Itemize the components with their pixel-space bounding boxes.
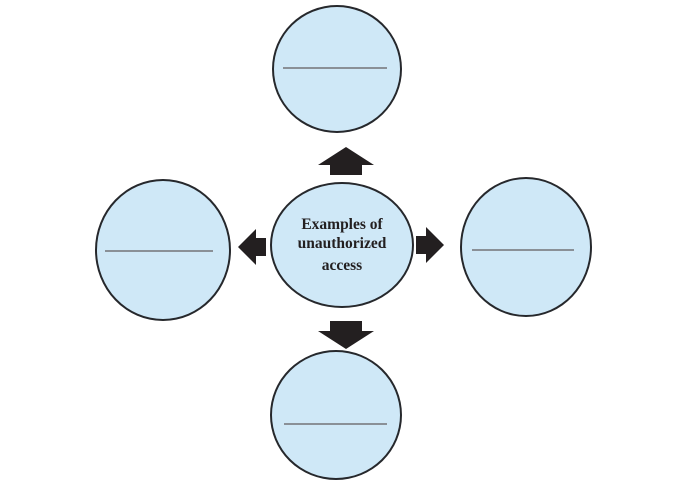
blank-line-top	[283, 67, 387, 69]
center-label-line-1: Examples of	[301, 216, 383, 233]
arrow-left-icon	[238, 229, 266, 265]
node-circle-bottom	[270, 350, 402, 480]
arrow-up-icon	[318, 147, 374, 175]
arrow-left-shape	[238, 229, 266, 265]
blank-line-left	[105, 250, 213, 252]
node-circle-right	[460, 177, 592, 317]
arrow-right-icon	[416, 227, 444, 263]
center-node-label: Examples of unauthorized access	[270, 182, 414, 308]
arrow-up-shape	[318, 147, 374, 175]
node-circle-top	[272, 5, 402, 133]
arrow-down-icon	[318, 321, 374, 349]
node-circle-center	[270, 182, 414, 308]
arrow-down-shape	[318, 321, 374, 349]
center-label-line-2: unauthorized	[297, 235, 387, 252]
arrow-right-shape	[416, 227, 444, 263]
blank-line-right	[472, 249, 574, 251]
blank-line-bottom	[284, 423, 387, 425]
center-label-line-3: access	[321, 257, 363, 274]
